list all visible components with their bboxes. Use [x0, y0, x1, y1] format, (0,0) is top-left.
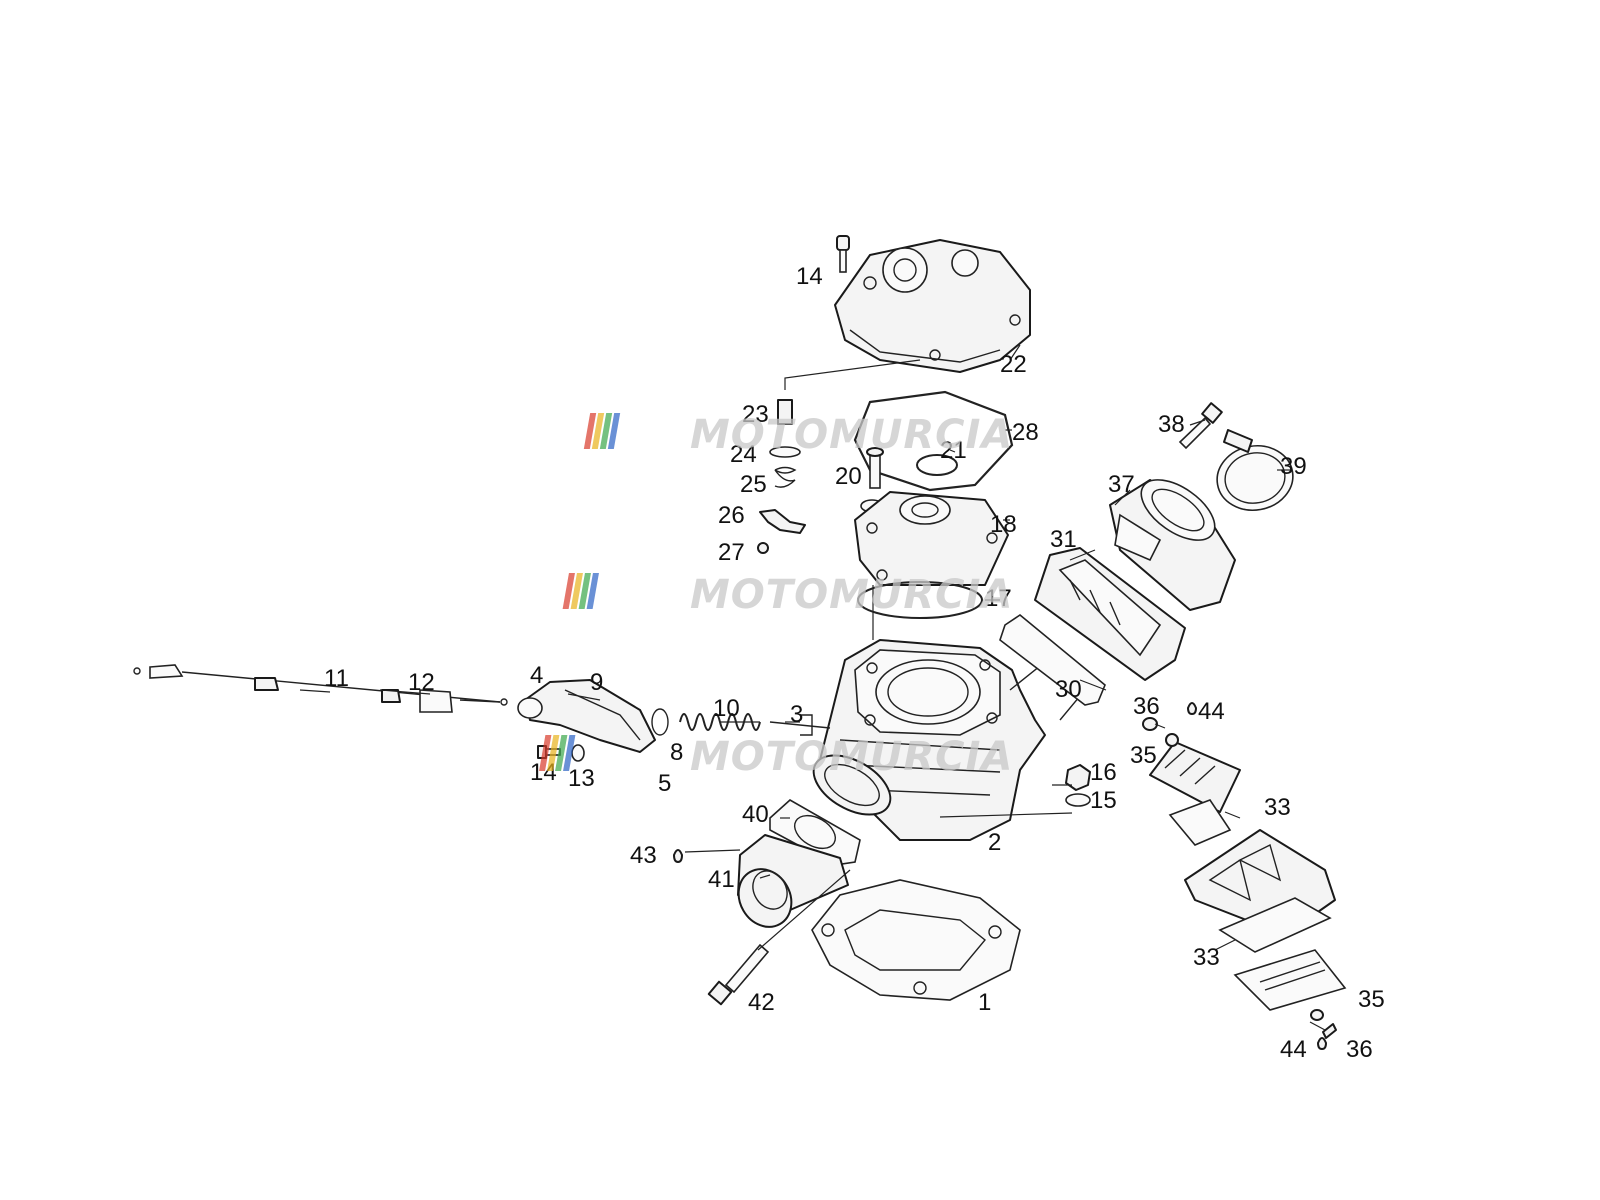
callout-18: 18: [990, 511, 1017, 538]
callout-21: 21: [940, 437, 967, 464]
watermark-text: MOTOMURCIA: [690, 734, 1013, 780]
callout-13: 13: [568, 765, 595, 792]
callout-labels: 14 22 28 23 21 24 20 25 26 18 27 17 38 3…: [324, 263, 1385, 1063]
callout-22: 22: [1000, 351, 1027, 378]
reed-petal-lower: [1149, 741, 1241, 846]
callout-2: 2: [988, 829, 1001, 856]
exhaust-port-flange: [812, 754, 892, 816]
callout-25: 25: [740, 471, 767, 498]
callout-14-top: 14: [796, 263, 823, 290]
callout-33-upper: 33: [1264, 794, 1291, 821]
watermark-bottom: MOTOMURCIA: [539, 734, 1013, 780]
callout-40: 40: [742, 801, 769, 828]
manifold-bolt: [707, 943, 770, 1006]
watermark-text: MOTOMURCIA: [690, 412, 1013, 458]
callout-1: 1: [978, 989, 991, 1016]
callout-43: 43: [630, 842, 657, 869]
callout-10: 10: [713, 695, 740, 722]
callout-23: 23: [742, 401, 769, 428]
reed-valve-block: [1034, 547, 1186, 681]
callout-41: 41: [708, 866, 735, 893]
callout-35-lower: 35: [1358, 986, 1385, 1013]
fasteners-intake: [1142, 702, 1337, 1050]
callout-39: 39: [1280, 453, 1307, 480]
exhaust-manifold: [737, 834, 849, 928]
callout-44-upper: 44: [1198, 698, 1225, 725]
o-ring-small: [916, 454, 958, 476]
callout-42: 42: [748, 989, 775, 1016]
reed-gasket-lower: [1218, 897, 1347, 1011]
temperature-sensor-assembly: [757, 359, 921, 554]
washer-43: [673, 849, 683, 863]
callout-24: 24: [730, 441, 757, 468]
head-bolt-top: [836, 235, 850, 273]
callout-5: 5: [658, 770, 671, 797]
callout-31: 31: [1050, 526, 1077, 553]
valve-housing: [517, 679, 656, 753]
exhaust-gasket: [769, 799, 861, 866]
callout-26: 26: [718, 502, 745, 529]
callout-17: 17: [985, 585, 1012, 612]
valve-rod: [769, 714, 831, 736]
intake-manifold: [1109, 479, 1236, 611]
callout-33-lower: 33: [1193, 944, 1220, 971]
callout-36-upper: 36: [1133, 693, 1160, 720]
watermark-top: MOTOMURCIA: [583, 412, 1013, 458]
callout-8: 8: [670, 739, 683, 766]
hose-clamp: [1216, 429, 1294, 511]
cylinder-head-cover: [834, 239, 1031, 373]
callout-15: 15: [1090, 787, 1117, 814]
leader-lines: [299, 344, 1326, 1031]
callout-36-lower: 36: [1346, 1036, 1373, 1063]
callout-30: 30: [1055, 676, 1082, 703]
cylinder-head: [854, 491, 1009, 586]
callout-20: 20: [835, 463, 862, 490]
callout-38: 38: [1158, 411, 1185, 438]
callout-37: 37: [1108, 471, 1135, 498]
callout-28: 28: [1012, 419, 1039, 446]
watermark-text: MOTOMURCIA: [690, 572, 1013, 618]
callout-9: 9: [590, 669, 603, 696]
callout-4: 4: [530, 662, 543, 689]
base-gasket: [811, 879, 1021, 1001]
cylinder-nut-washer: [1065, 764, 1091, 807]
head-o-ring: [853, 390, 1014, 492]
callout-27: 27: [718, 539, 745, 566]
callout-35-upper: 35: [1130, 742, 1157, 769]
callout-3: 3: [790, 701, 803, 728]
callout-12: 12: [408, 669, 435, 696]
exhaust-valve-cable: [133, 664, 508, 713]
clamp-screw: [1178, 402, 1223, 450]
head-gasket: [857, 581, 983, 619]
callout-11: 11: [324, 665, 349, 692]
callout-16: 16: [1090, 759, 1117, 786]
callout-44-lower: 44: [1280, 1036, 1307, 1063]
watermark-middle: MOTOMURCIA: [562, 572, 1013, 618]
reed-valve-gasket: [999, 614, 1106, 706]
